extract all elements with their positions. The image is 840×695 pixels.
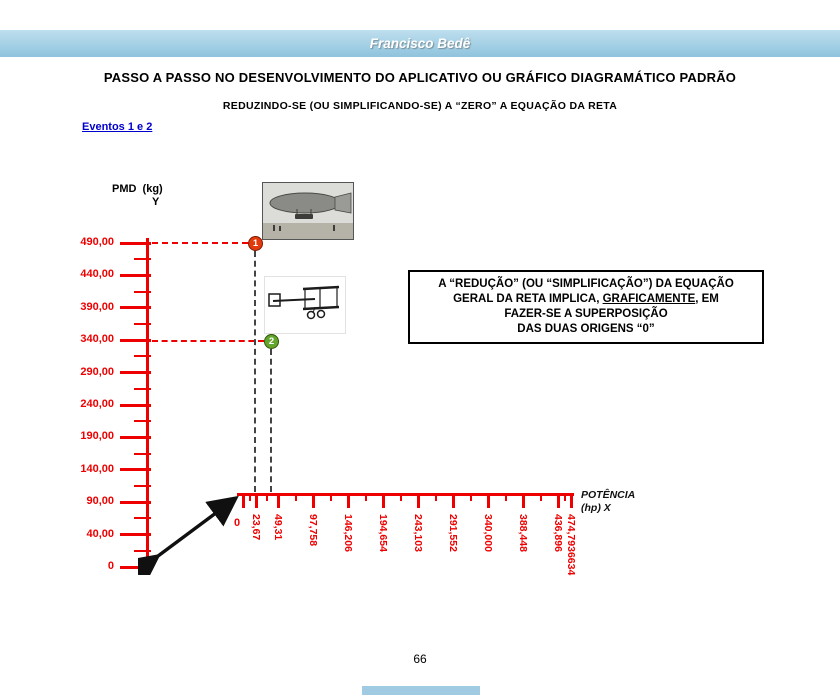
y-axis-tick-label: 240,00 xyxy=(80,398,114,410)
y-axis-tick xyxy=(120,533,151,537)
dashed-line-y340 xyxy=(152,340,264,342)
author-name: Francisco Bedê xyxy=(369,36,471,51)
x-axis-minor-tick xyxy=(364,493,367,501)
note-line-2-underline: GRAFICAMENTE xyxy=(602,293,696,305)
y-axis-tick-label: 0 xyxy=(107,560,114,572)
y-axis-minor-tick xyxy=(134,420,151,423)
x-axis-tick xyxy=(451,493,455,508)
x-axis-tick-label: 340,000 xyxy=(482,514,494,552)
y-axis-tick-label: 140,00 xyxy=(80,462,114,475)
note-line-2-post: , EM xyxy=(695,293,719,305)
x-axis-line xyxy=(237,493,574,496)
y-axis-minor-tick xyxy=(134,290,151,293)
note-line-2-pre: GERAL DA RETA IMPLICA, xyxy=(453,293,603,305)
y-axis-minor-tick xyxy=(134,355,151,358)
x-axis-tick-label: 97,758 xyxy=(307,514,319,547)
page-number: 66 xyxy=(413,652,427,666)
x-axis-tick-label: 388,448 xyxy=(517,514,529,552)
x-axis-tick xyxy=(569,493,573,508)
data-point-event-1: 1 xyxy=(248,236,263,251)
note-line-1: A “REDUÇÃO” (OU “SIMPLIFICAÇÃO”) DA EQUA… xyxy=(438,278,734,290)
y-axis-minor-tick xyxy=(134,323,151,325)
x-axis-tick-label: 243,103 xyxy=(412,514,424,552)
y-axis-tick-label: 40,00 xyxy=(86,527,114,540)
y-axis-tick xyxy=(120,403,151,407)
x-axis-tick-label: 49,31 xyxy=(272,514,284,541)
x-axis-title-line2: (hp) X xyxy=(581,502,611,514)
x-axis-tick-label: 23,67 xyxy=(250,514,262,541)
note-line-4: DAS DUAS ORIGENS “0” xyxy=(517,323,655,335)
x-axis-minor-tick xyxy=(294,493,297,501)
x-axis-minor-tick xyxy=(399,493,402,501)
bottom-strip xyxy=(362,686,480,695)
y-axis-title-line1: PMD (kg) xyxy=(112,183,163,195)
x-axis-tick xyxy=(521,493,525,508)
y-axis-title-line2: Y xyxy=(152,196,160,208)
y-axis-tick-label: 340,00 xyxy=(80,333,114,346)
y-axis-minor-tick xyxy=(134,485,151,487)
x-axis-minor-tick xyxy=(539,493,542,501)
airship-photo xyxy=(262,182,354,240)
y-axis-minor-tick xyxy=(134,258,151,261)
y-axis-tick xyxy=(120,500,151,504)
y-axis-title: PMD (kg)Y xyxy=(112,183,163,209)
events-link[interactable]: Eventos 1 e 2 xyxy=(82,121,153,133)
dashed-line-y490 xyxy=(152,242,248,244)
x-axis-minor-tick xyxy=(469,493,472,501)
y-axis-tick-label: 440,00 xyxy=(80,268,114,281)
y-axis-tick xyxy=(120,273,151,277)
data-point-event-2: 2 xyxy=(264,334,279,349)
note-line-3: FAZER-SE A SUPERPOSIÇÃO xyxy=(504,308,668,320)
x-axis-tick xyxy=(254,493,258,508)
y-axis-tick xyxy=(120,306,151,310)
x-axis-minor-tick xyxy=(329,493,332,501)
double-arrow xyxy=(138,495,239,575)
x-axis-minor-tick xyxy=(266,493,268,501)
x-axis-minor-tick xyxy=(504,493,507,501)
slide-title: PASSO A PASSO NO DESENVOLVIMENTO DO APLI… xyxy=(103,70,737,85)
y-axis-tick xyxy=(120,468,151,472)
y-axis-minor-tick xyxy=(134,387,151,390)
y-axis-tick xyxy=(120,338,151,342)
x-axis-tick xyxy=(486,493,490,508)
header-band: Francisco Bedê xyxy=(0,30,840,57)
y-axis-tick xyxy=(120,371,151,375)
x-axis-tick-label: 291,552 xyxy=(447,514,459,552)
y-axis-tick-label: 90,00 xyxy=(86,495,114,508)
x-axis-tick xyxy=(556,493,560,508)
x-axis-tick-label: 474,7936634 xyxy=(565,514,577,576)
x-axis-tick xyxy=(346,493,350,508)
biplane-photo xyxy=(264,276,346,334)
x-axis-tick-label: 436,896 xyxy=(552,514,564,552)
x-axis-tick xyxy=(311,493,315,508)
x-axis-tick xyxy=(381,493,385,508)
x-axis-tick xyxy=(276,493,280,508)
y-axis-tick-label: 190,00 xyxy=(80,430,114,443)
x-axis-tick-label: 194,654 xyxy=(377,514,389,552)
y-axis-tick xyxy=(120,435,151,439)
y-axis-tick xyxy=(120,241,151,245)
dashed-line-event1-vertical xyxy=(254,251,256,492)
y-axis-tick-label: 390,00 xyxy=(80,300,114,313)
x-axis-tick xyxy=(241,493,245,508)
y-axis-minor-tick xyxy=(134,452,151,455)
dashed-line-event2-vertical xyxy=(270,349,272,492)
y-axis-tick-label: 490,00 xyxy=(80,236,114,248)
note-box: A “REDUÇÃO” (OU “SIMPLIFICAÇÃO”) DA EQUA… xyxy=(408,270,764,344)
slide-subtitle: REDUZINDO-SE (OU SIMPLIFICANDO-SE) A “ZE… xyxy=(222,100,618,112)
y-axis-tick-label: 290,00 xyxy=(80,365,114,378)
note-line-2: GERAL DA RETA IMPLICA, GRAFICAMENTE, EM xyxy=(414,292,758,307)
x-axis-tick xyxy=(416,493,420,508)
x-axis-minor-tick xyxy=(434,493,437,501)
x-axis-title: POTÊNCIA (hp) X xyxy=(581,489,635,515)
x-axis-title-line1: POTÊNCIA xyxy=(581,489,636,501)
y-axis-tick xyxy=(120,565,151,569)
x-axis-minor-tick xyxy=(563,493,566,501)
x-axis-tick-label: 146,206 xyxy=(342,514,354,552)
x-axis-minor-tick xyxy=(248,493,251,501)
